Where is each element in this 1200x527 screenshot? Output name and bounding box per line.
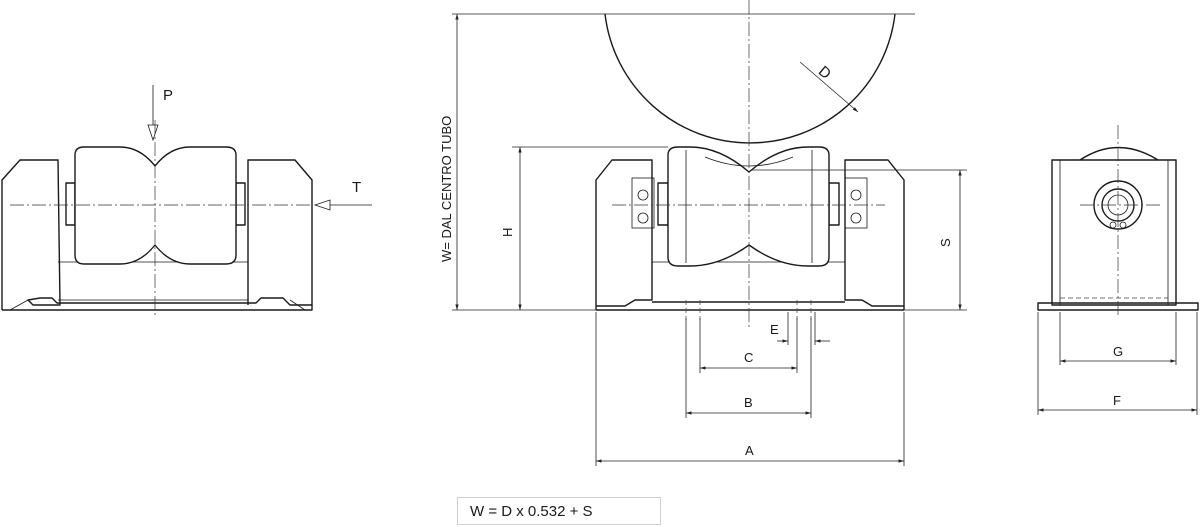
- label-a: A: [745, 443, 754, 458]
- label-d: D: [815, 63, 834, 83]
- pipe-arc: [604, 13, 896, 144]
- label-s: S: [938, 238, 953, 247]
- label-h: H: [500, 228, 515, 237]
- side-view-right: G F: [1037, 125, 1199, 415]
- side-body: [1051, 159, 1177, 306]
- label-e: E: [770, 322, 779, 337]
- label-c: C: [744, 350, 753, 365]
- label-t: T: [352, 179, 361, 196]
- label-b: B: [744, 395, 753, 410]
- label-w: W= DAL CENTRO TUBO: [439, 116, 454, 262]
- label-f: F: [1113, 393, 1121, 408]
- label-g: G: [1113, 344, 1123, 359]
- roller-centre: [667, 146, 830, 267]
- front-view-centre: D W= DAL CENTRO TUBO: [439, 0, 967, 466]
- label-p: P: [163, 87, 173, 104]
- base-plate: [1, 159, 313, 310]
- formula-box: W = D x 0.532 + S: [457, 497, 661, 525]
- base-frame: [595, 159, 653, 310]
- formula-text: W = D x 0.532 + S: [470, 503, 593, 520]
- front-view-left: P T: [1, 85, 372, 318]
- roller: [74, 146, 237, 265]
